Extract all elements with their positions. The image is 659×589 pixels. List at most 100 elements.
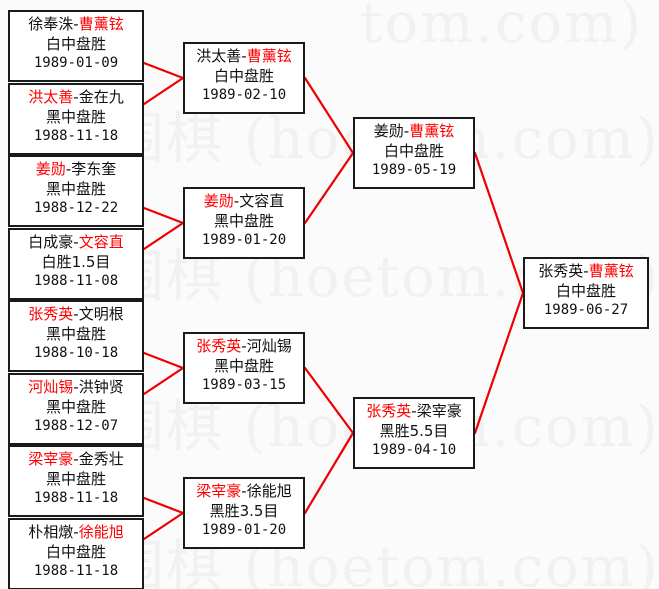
match-date: 1989-04-10 xyxy=(371,442,457,458)
separator: - xyxy=(73,523,79,541)
player-name-winner: 徐能旭 xyxy=(78,523,124,541)
player-name: 文明根 xyxy=(78,305,124,323)
match-box[interactable]: 白成豪-文容直 白胜1.5目 1988-11-08 xyxy=(8,228,144,300)
player-name-winner: 姜勋 xyxy=(203,192,234,210)
match-box[interactable]: 梁宰豪-徐能旭 黑胜3.5目 1989-01-20 xyxy=(183,477,305,549)
match-result: 黑中盘胜 xyxy=(45,324,106,343)
separator: - xyxy=(241,47,247,65)
match-date: 1988-11-18 xyxy=(33,490,119,506)
player-name-winner: 曹薰铉 xyxy=(246,47,292,65)
match-result: 黑胜5.5目 xyxy=(379,421,449,440)
match-result: 白中盘胜 xyxy=(555,281,616,300)
player-name: 张秀英 xyxy=(538,262,584,280)
player-name-winner: 梁宰豪 xyxy=(28,450,74,468)
separator: - xyxy=(411,402,417,420)
match-players: 姜勋-李东奎 xyxy=(10,160,142,180)
match-players: 张秀英-河灿锡 xyxy=(185,337,303,357)
match-players: 洪太善-金在九 xyxy=(10,88,142,108)
match-result: 黑中盘胜 xyxy=(45,397,106,416)
player-name: 洪钟贤 xyxy=(78,378,124,396)
match-result: 黑中盘胜 xyxy=(213,356,274,375)
player-name: 梁宰豪 xyxy=(416,402,462,420)
player-name-winner: 曹薰铉 xyxy=(78,15,124,33)
match-result: 黑中盘胜 xyxy=(45,469,106,488)
match-result: 白中盘胜 xyxy=(383,141,444,160)
player-name-winner: 张秀英 xyxy=(196,337,242,355)
match-players: 梁宰豪-徐能旭 xyxy=(185,482,303,502)
match-result: 黑胜3.5目 xyxy=(209,501,279,520)
match-date: 1989-02-10 xyxy=(201,87,287,103)
separator: - xyxy=(73,450,79,468)
player-name: 金秀壮 xyxy=(78,450,124,468)
match-date: 1989-03-15 xyxy=(201,377,287,393)
match-box[interactable]: 洪太善-曹薰铉 白中盘胜 1989-02-10 xyxy=(183,42,305,114)
match-box[interactable]: 张秀英-文明根 黑中盘胜 1988-10-18 xyxy=(8,300,144,372)
match-box[interactable]: 张秀英-梁宰豪 黑胜5.5目 1989-04-10 xyxy=(353,397,475,469)
match-box[interactable]: 洪太善-金在九 黑中盘胜 1988-11-18 xyxy=(8,83,144,155)
match-box[interactable]: 张秀英-河灿锡 黑中盘胜 1989-03-15 xyxy=(183,332,305,404)
separator: - xyxy=(583,262,589,280)
match-result: 黑中盘胜 xyxy=(45,107,106,126)
match-date: 1989-01-09 xyxy=(33,55,119,71)
match-date: 1989-05-19 xyxy=(371,162,457,178)
separator: - xyxy=(241,482,247,500)
match-date: 1988-11-18 xyxy=(33,128,119,144)
separator: - xyxy=(73,378,79,396)
player-name-winner: 张秀英 xyxy=(366,402,412,420)
match-box[interactable]: 河灿锡-洪钟贤 黑中盘胜 1988-12-07 xyxy=(8,373,144,445)
match-box[interactable]: 姜勋-李东奎 黑中盘胜 1988-12-22 xyxy=(8,155,144,227)
separator: - xyxy=(73,88,79,106)
player-name: 朴相燉 xyxy=(28,523,74,541)
match-result: 白中盘胜 xyxy=(213,66,274,85)
separator: - xyxy=(241,337,247,355)
match-result: 白中盘胜 xyxy=(45,542,106,561)
match-players: 白成豪-文容直 xyxy=(10,233,142,253)
separator: - xyxy=(73,305,79,323)
match-players: 张秀英-梁宰豪 xyxy=(355,402,473,422)
match-players: 张秀英-文明根 xyxy=(10,305,142,325)
player-name: 河灿锡 xyxy=(246,337,292,355)
match-date: 1988-12-07 xyxy=(33,418,119,434)
player-name: 金在九 xyxy=(78,88,124,106)
player-name-winner: 河灿锡 xyxy=(28,378,74,396)
player-name: 徐能旭 xyxy=(246,482,292,500)
match-box[interactable]: 姜勋-曹薰铉 白中盘胜 1989-05-19 xyxy=(353,117,475,189)
player-name-winner: 文容直 xyxy=(78,233,124,251)
player-name: 李东奎 xyxy=(71,160,117,178)
match-result: 黑中盘胜 xyxy=(213,211,274,230)
match-players: 徐奉洙-曹薰铉 xyxy=(10,15,142,35)
player-name-winner: 梁宰豪 xyxy=(196,482,242,500)
player-name-winner: 姜勋 xyxy=(35,160,66,178)
separator: - xyxy=(233,192,240,210)
player-name: 姜勋 xyxy=(373,122,404,140)
match-result: 黑中盘胜 xyxy=(45,179,106,198)
match-box[interactable]: 姜勋-文容直 黑中盘胜 1989-01-20 xyxy=(183,187,305,259)
match-result: 白中盘胜 xyxy=(45,34,106,53)
match-box[interactable]: 徐奉洙-曹薰铉 白中盘胜 1989-01-09 xyxy=(8,10,144,82)
player-name-winner: 曹薰铉 xyxy=(409,122,455,140)
match-players: 姜勋-曹薰铉 xyxy=(355,122,473,142)
match-date: 1989-01-20 xyxy=(201,522,287,538)
match-result: 白胜1.5目 xyxy=(41,252,111,271)
player-name: 徐奉洙 xyxy=(28,15,74,33)
watermark-text: tom.com) xyxy=(360,0,644,56)
separator: - xyxy=(403,122,410,140)
match-box[interactable]: 梁宰豪-金秀壮 黑中盘胜 1988-11-18 xyxy=(8,445,144,517)
match-players: 洪太善-曹薰铉 xyxy=(185,47,303,67)
match-players: 朴相燉-徐能旭 xyxy=(10,523,142,543)
match-date: 1988-10-18 xyxy=(33,345,119,361)
player-name: 文容直 xyxy=(239,192,285,210)
match-date: 1988-12-22 xyxy=(33,200,119,216)
player-name-winner: 洪太善 xyxy=(28,88,74,106)
final-match-box[interactable]: 张秀英-曹薰铉 白中盘胜 1989-06-27 xyxy=(523,257,649,329)
match-date: 1988-11-18 xyxy=(33,563,119,579)
player-name-winner: 曹薰铉 xyxy=(588,262,634,280)
match-date: 1989-06-27 xyxy=(543,302,629,318)
match-players: 河灿锡-洪钟贤 xyxy=(10,378,142,398)
player-name: 洪太善 xyxy=(196,47,242,65)
match-players: 姜勋-文容直 xyxy=(185,192,303,212)
player-name-winner: 张秀英 xyxy=(28,305,74,323)
match-players: 张秀英-曹薰铉 xyxy=(525,262,647,282)
match-box[interactable]: 朴相燉-徐能旭 白中盘胜 1988-11-18 xyxy=(8,518,144,589)
